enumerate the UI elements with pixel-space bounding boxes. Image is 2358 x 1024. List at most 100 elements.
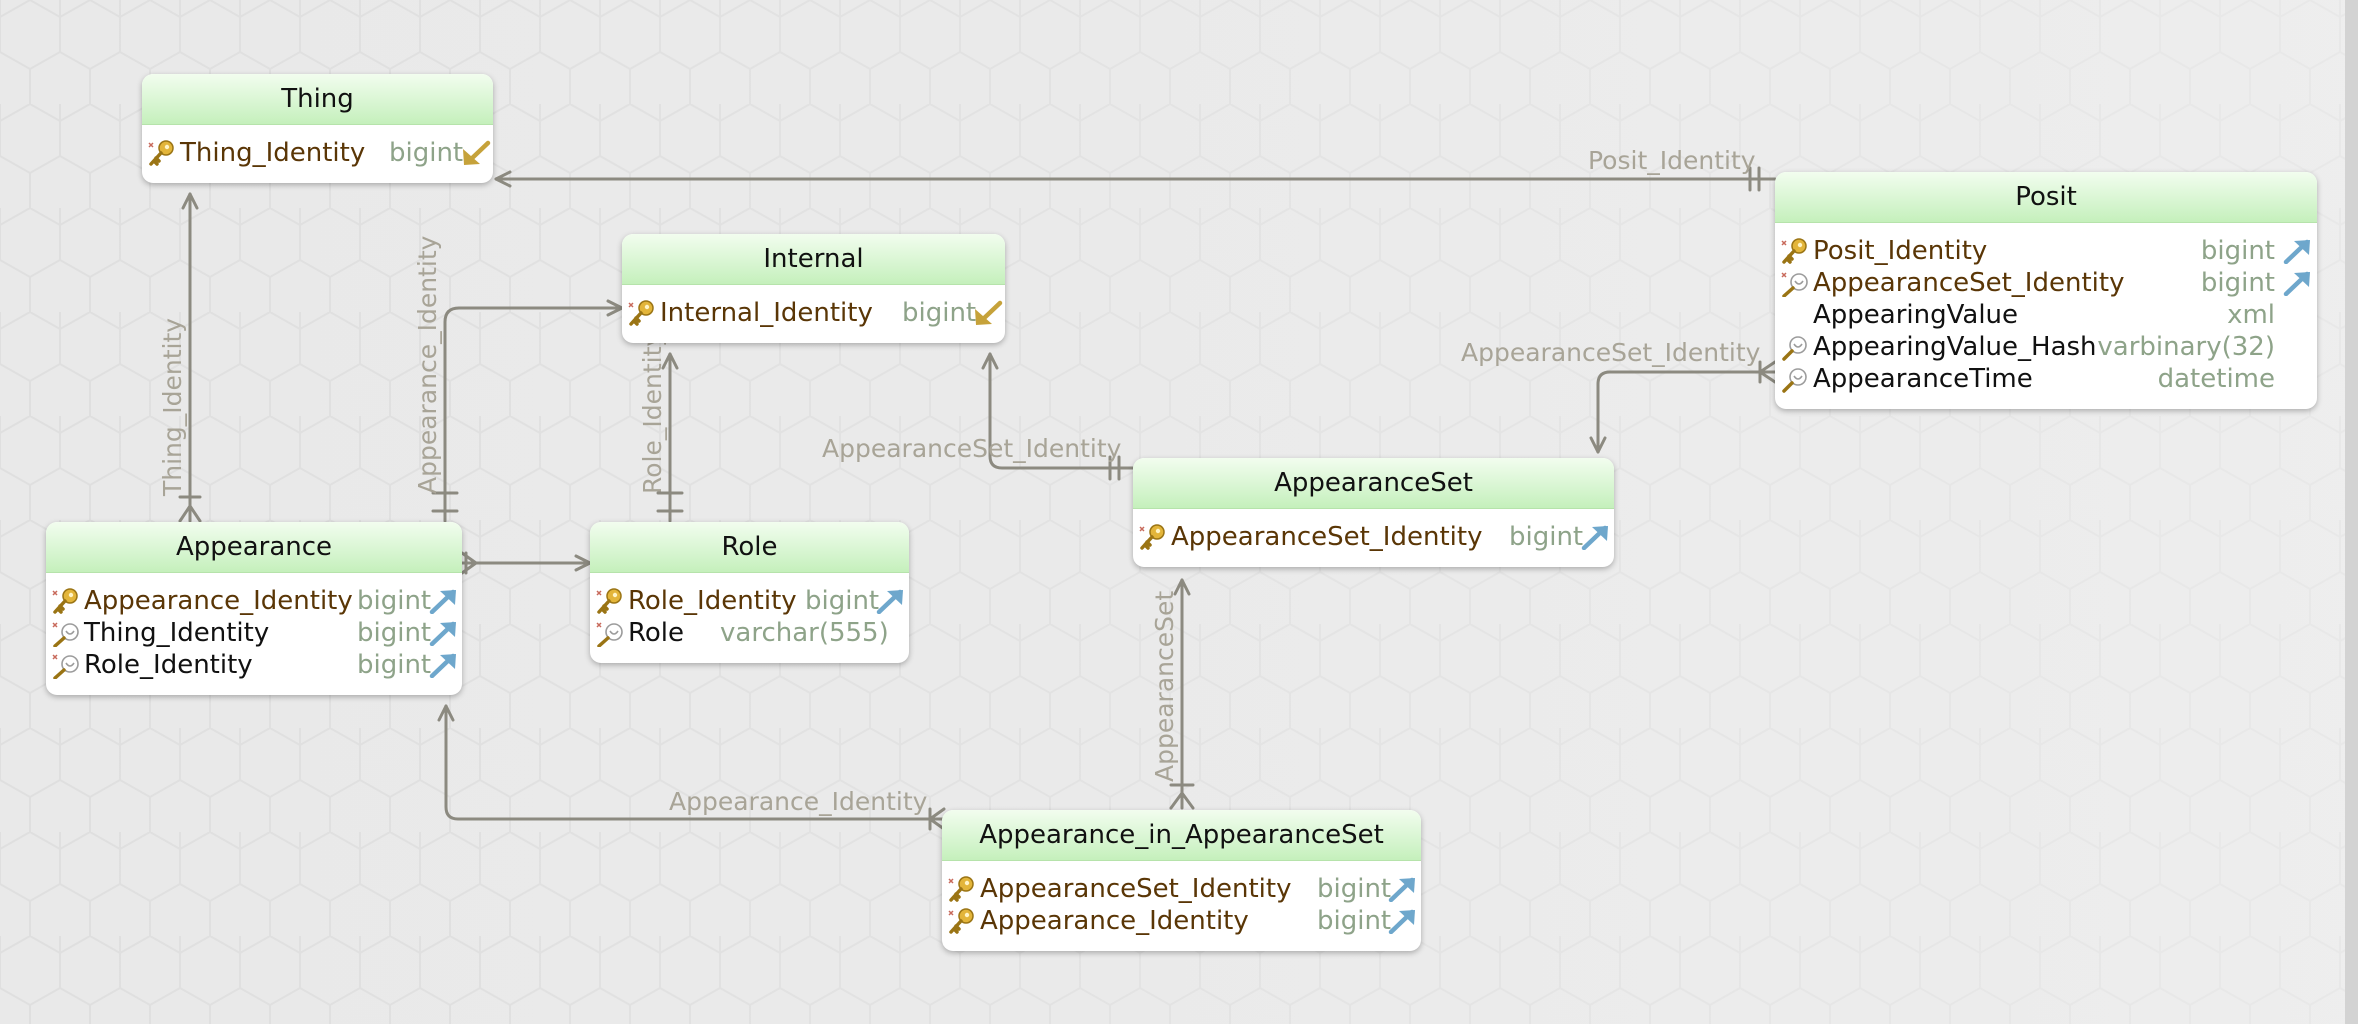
connector-label-aias-appearanceset: AppearanceSet xyxy=(1150,591,1179,782)
table-internal[interactable]: Internal Internal_Identity bigint xyxy=(622,234,1005,343)
connector-label-role-internal: Role_Identity xyxy=(638,332,667,494)
field-row[interactable]: AppearanceSet_Identity bigint xyxy=(1775,267,2317,299)
connector-appearance-role[interactable] xyxy=(460,551,592,575)
field-list: Internal_Identity bigint xyxy=(622,285,1005,343)
field-list: Appearance_Identity bigint Thing_Identit… xyxy=(46,573,462,695)
field-row[interactable]: AppearanceTime datetime xyxy=(1775,363,2317,395)
reference-out-arrow-icon[interactable] xyxy=(429,652,459,679)
table-title[interactable]: Appearance xyxy=(46,522,462,573)
reference-out-arrow-icon[interactable] xyxy=(2283,270,2313,297)
field-type: bigint xyxy=(902,298,977,328)
connector-label-aias-appearance: Appearance_Identity xyxy=(669,787,928,816)
key-icon xyxy=(50,587,80,615)
reference-out-arrow-icon[interactable] xyxy=(429,620,459,647)
field-name: AppearanceSet_Identity xyxy=(980,874,1292,904)
connector-label-appearanceset-internal: AppearanceSet_Identity xyxy=(822,434,1122,463)
field-name: Thing_Identity xyxy=(180,138,366,168)
field-name: Internal_Identity xyxy=(660,298,873,328)
reference-in-arrow-icon[interactable] xyxy=(973,300,1003,326)
field-row[interactable]: Role_Identity bigint xyxy=(590,585,909,617)
key-index-icon xyxy=(1779,269,1809,298)
field-row[interactable]: Role_Identity bigint xyxy=(46,649,462,681)
reference-out-arrow-icon[interactable] xyxy=(2283,238,2313,265)
field-type: bigint xyxy=(2200,268,2275,298)
index-icon xyxy=(1779,333,1809,361)
key-icon xyxy=(626,299,656,327)
field-type: bigint xyxy=(1509,522,1584,552)
table-title[interactable]: AppearanceSet xyxy=(1133,458,1614,509)
field-type: bigint xyxy=(357,618,432,648)
table-appearance[interactable]: Appearance Appearance_Identity bigint Th… xyxy=(46,522,462,695)
reference-out-arrow-icon[interactable] xyxy=(876,588,906,615)
key-icon xyxy=(146,139,176,167)
field-name: Thing_Identity xyxy=(84,618,270,648)
connector-appearance-thing[interactable] xyxy=(178,192,202,523)
field-name: AppearingValue xyxy=(1813,300,2019,330)
reference-in-arrow-icon[interactable] xyxy=(461,140,491,166)
key-icon xyxy=(946,907,976,935)
table-appearance-in-appearanceset[interactable]: Appearance_in_AppearanceSet AppearanceSe… xyxy=(942,810,1421,951)
connector-appearance-internal[interactable] xyxy=(431,299,624,523)
table-role[interactable]: Role Role_Identity bigint Role varchar(5… xyxy=(590,522,909,663)
field-name: Role_Identity xyxy=(84,650,253,680)
key-icon xyxy=(1137,523,1167,551)
table-title[interactable]: Internal xyxy=(622,234,1005,285)
field-type: bigint xyxy=(1317,906,1392,936)
connector-posit-thing[interactable] xyxy=(494,166,1777,192)
connector-appearanceset-internal[interactable] xyxy=(981,352,1135,481)
field-name: AppearanceSet_Identity xyxy=(1171,522,1483,552)
table-posit[interactable]: Posit Posit_Identity bigint AppearanceSe… xyxy=(1775,172,2317,409)
table-title[interactable]: Appearance_in_AppearanceSet xyxy=(942,810,1421,861)
reference-out-arrow-icon[interactable] xyxy=(1388,876,1418,903)
field-list: AppearanceSet_Identity bigint Appearance… xyxy=(942,861,1421,951)
key-index-icon xyxy=(594,619,624,648)
field-row[interactable]: AppearingValue xml xyxy=(1775,299,2317,331)
field-row[interactable]: Appearance_Identity bigint xyxy=(46,585,462,617)
key-icon xyxy=(1779,237,1809,265)
field-name: Role xyxy=(628,618,685,648)
connector-label-appearance-thing: Thing_Identity xyxy=(158,318,187,497)
connector-aias-appearanceset[interactable] xyxy=(1169,578,1195,810)
reference-out-arrow-icon[interactable] xyxy=(1581,524,1611,551)
table-title[interactable]: Posit xyxy=(1775,172,2317,223)
reference-out-arrow-icon[interactable] xyxy=(1388,908,1418,935)
field-name: Role_Identity xyxy=(628,586,797,616)
field-row[interactable]: AppearanceSet_Identity bigint xyxy=(942,873,1421,905)
table-title[interactable]: Thing xyxy=(142,74,493,125)
field-list: Thing_Identity bigint xyxy=(142,125,493,183)
field-type: bigint xyxy=(357,650,432,680)
field-type: varbinary(32) xyxy=(2097,332,2275,362)
field-row[interactable]: Role varchar(555) xyxy=(590,617,909,649)
connector-posit-appearanceset[interactable] xyxy=(1589,360,1777,454)
table-title[interactable]: Role xyxy=(590,522,909,573)
field-type: bigint xyxy=(2200,236,2275,266)
field-row[interactable]: Appearance_Identity bigint xyxy=(942,905,1421,937)
key-index-icon xyxy=(50,651,80,680)
field-type: bigint xyxy=(805,586,880,616)
field-name: AppearanceTime xyxy=(1813,364,2033,394)
field-type: datetime xyxy=(2157,364,2275,394)
field-type: bigint xyxy=(357,586,432,616)
field-list: Role_Identity bigint Role varchar(555) xyxy=(590,573,909,663)
connector-label-posit-appearanceset: AppearanceSet_Identity xyxy=(1461,338,1761,367)
field-row[interactable]: Thing_Identity bigint xyxy=(46,617,462,649)
reference-out-arrow-icon[interactable] xyxy=(429,588,459,615)
field-type: bigint xyxy=(1317,874,1392,904)
connector-role-internal[interactable] xyxy=(656,352,684,523)
field-name: AppearanceSet_Identity xyxy=(1813,268,2125,298)
key-index-icon xyxy=(50,619,80,648)
connector-aias-appearance[interactable] xyxy=(437,704,947,831)
table-thing[interactable]: Thing Thing_Identity bigint xyxy=(142,74,493,183)
field-row[interactable]: AppearingValue_Hash varbinary(32) xyxy=(1775,331,2317,363)
table-appearanceset[interactable]: AppearanceSet AppearanceSet_Identity big… xyxy=(1133,458,1614,567)
field-row[interactable]: AppearanceSet_Identity bigint xyxy=(1133,521,1614,553)
connector-label-posit-thing: Posit_Identity xyxy=(1588,146,1756,175)
field-type: xml xyxy=(2227,300,2275,330)
field-row[interactable]: Thing_Identity bigint xyxy=(142,137,493,169)
key-icon xyxy=(594,587,624,615)
field-row[interactable]: Posit_Identity bigint xyxy=(1775,235,2317,267)
field-type: bigint xyxy=(389,138,464,168)
field-row[interactable]: Internal_Identity bigint xyxy=(622,297,1005,329)
field-name: Posit_Identity xyxy=(1813,236,1988,266)
